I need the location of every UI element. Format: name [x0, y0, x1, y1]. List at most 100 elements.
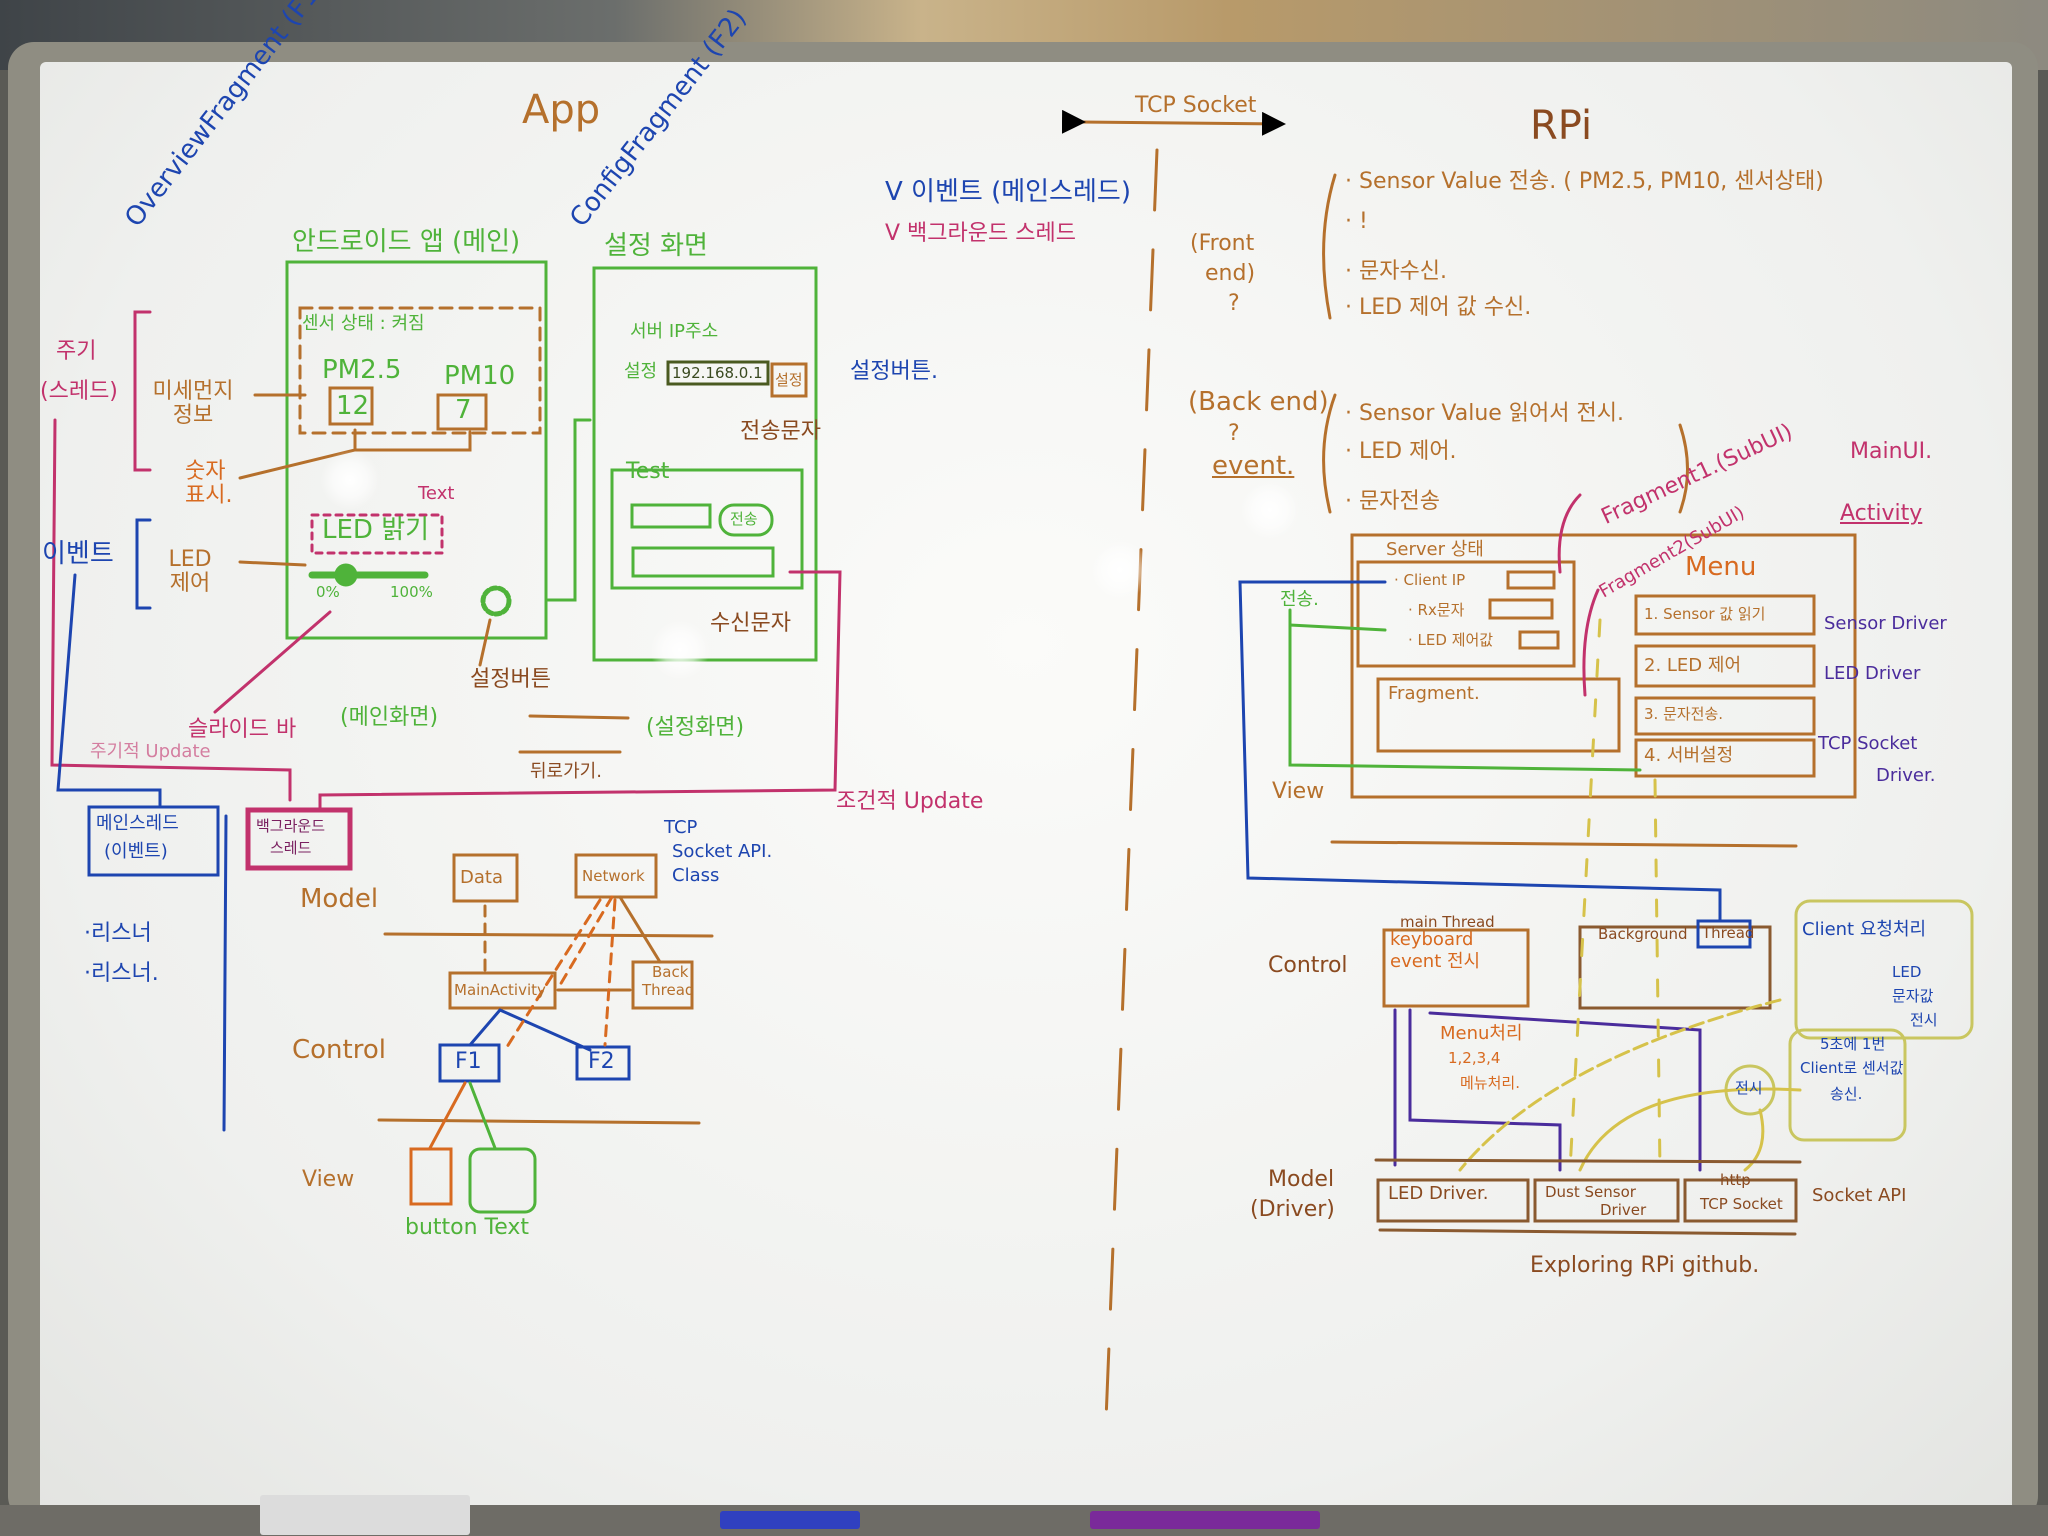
- menu-item-2[interactable]: 2. LED 제어: [1644, 655, 1741, 676]
- fragment-label: Fragment.: [1388, 683, 1480, 704]
- led-control-label: LED 제어: [168, 547, 212, 597]
- periodic-update: 주기적 Update: [90, 741, 211, 762]
- activity-f1-link: [468, 1008, 502, 1047]
- glare: [1240, 480, 1300, 540]
- socket-api-label: Socket API: [1812, 1185, 1907, 1206]
- settings-button-note: 설정버튼: [470, 667, 551, 692]
- legend-event: V 이벤트 (메인스레드): [885, 177, 1131, 207]
- network-box-label: Network: [582, 867, 645, 885]
- menu-item-1[interactable]: 1. Sensor 값 읽기: [1644, 605, 1766, 623]
- pm10-label: PM10: [444, 361, 516, 391]
- periodic-send-3: 송신.: [1830, 1085, 1863, 1103]
- menu-processing-1: Menu처리: [1440, 1023, 1523, 1044]
- network-activity-link: [558, 895, 614, 987]
- thread-label-rpi: Thread: [1702, 924, 1755, 942]
- activity-frame: [1350, 533, 1857, 799]
- f2-label: F2: [588, 1049, 615, 1074]
- front-item-2: · !: [1345, 209, 1368, 234]
- fragment-box: [1376, 677, 1621, 753]
- yellow-dash-2: [1653, 778, 1662, 1172]
- view-blue-line: [1238, 580, 1722, 922]
- test-label: Test: [626, 459, 670, 484]
- settings-note-line: [478, 618, 492, 667]
- github-brace: [1378, 1228, 1797, 1236]
- set-button-box: [770, 362, 808, 398]
- control-label-rpi: Control: [1268, 953, 1348, 978]
- periodic-send-2: Client로 센서값: [1800, 1059, 1904, 1077]
- yellow-link-1: [1458, 998, 1782, 1172]
- pm10-value-box: [436, 393, 488, 431]
- tcp-driver-label-1: http: [1720, 1171, 1751, 1189]
- conditional-update: 조건적 Update: [836, 789, 984, 814]
- client-ip-field: [1506, 570, 1556, 590]
- model-separator: [383, 932, 714, 938]
- rpi-title: RPi: [1530, 103, 1593, 149]
- activity-f2-link: [498, 1008, 592, 1052]
- left-separator: [222, 814, 228, 1132]
- thread-label-box: [1696, 919, 1752, 949]
- model-label-rpi: Model: [1268, 1167, 1335, 1192]
- config-screen-nav: (설정화면): [646, 715, 745, 740]
- main-thread-rpi-label: main Thread: [1400, 913, 1495, 931]
- sensor-status: 센서 상태 : 켜짐: [302, 313, 425, 334]
- server-status-box: [1356, 560, 1576, 668]
- main-thread-box: [87, 805, 220, 877]
- back-thread-box: [631, 960, 694, 1010]
- center-divider: [1103, 148, 1159, 1447]
- led-driver-box: [1376, 1178, 1530, 1223]
- main-screen-box: [285, 260, 548, 640]
- back-item-3: · 문자전송: [1345, 489, 1440, 514]
- view-label-rpi: View: [1272, 779, 1325, 804]
- client-item-led: LED: [1892, 963, 1922, 981]
- client-request-label: Client 요청처리: [1802, 919, 1927, 940]
- sensor-panel: [298, 306, 542, 435]
- config-screen-title: 설정 화면: [604, 231, 708, 261]
- listener-2: ·리스너.: [84, 961, 159, 986]
- menu-processing-2: 1,2,3,4: [1448, 1049, 1501, 1067]
- glare: [650, 620, 710, 680]
- tcp-socket-label: TCP Socket: [1135, 93, 1257, 118]
- glare: [320, 450, 380, 510]
- yellow-dash-1: [1568, 618, 1602, 1172]
- led-panel: [310, 513, 444, 555]
- receive-input: [631, 546, 775, 578]
- dust-driver-label-2: Driver: [1600, 1201, 1647, 1219]
- periodic-send-1: 5초에 1번: [1820, 1035, 1886, 1053]
- event-label: 이벤트: [42, 539, 114, 569]
- number-arrow-2: [353, 430, 472, 452]
- background-thread-rpi-label: Background: [1598, 925, 1688, 943]
- set-button-label: 설정: [775, 371, 803, 389]
- pm25-value: 12: [336, 391, 370, 421]
- text-view-box: [468, 1147, 537, 1214]
- dust-driver-box: [1533, 1178, 1680, 1223]
- set-button-note: 설정버튼.: [850, 359, 938, 384]
- background-thread-label: 백그라운드: [256, 817, 326, 835]
- back-end-1: (Back end): [1188, 387, 1329, 417]
- yellow-link-2: [1578, 1087, 1802, 1172]
- menu-item-4-box: [1634, 738, 1816, 778]
- pm25-value-box: [328, 386, 374, 426]
- sensor-driver-note: Sensor Driver: [1824, 613, 1947, 634]
- back-thread-label-1: Back: [652, 963, 689, 981]
- menu-title: Menu: [1685, 552, 1757, 582]
- test-panel: [610, 468, 804, 590]
- view-components: button Text: [405, 1215, 530, 1240]
- control-label: Control: [292, 1035, 386, 1065]
- menu-item-3[interactable]: 3. 문자전송.: [1644, 705, 1724, 723]
- app-title: App: [522, 87, 601, 133]
- front-item-1: · Sensor Value 전송. ( PM2.5, PM10, 센서상태): [1345, 169, 1824, 194]
- front-end-1: (Front: [1190, 231, 1255, 256]
- main-thread-rpi-box: [1382, 928, 1530, 1008]
- server-ip-label: 서버 IP주소: [630, 321, 719, 342]
- main-thread-label: 메인스레드: [96, 813, 179, 834]
- back-nav: 뒤로가기.: [530, 761, 602, 782]
- legend-background: V 백그라운드 스레드: [885, 221, 1076, 246]
- back-end-3: event.: [1212, 451, 1295, 481]
- background-thread-sub: 스레드: [270, 839, 312, 857]
- view-label: View: [302, 1167, 355, 1192]
- menu-item-4[interactable]: 4. 서버설정: [1644, 745, 1734, 766]
- tcp-driver-box: [1683, 1178, 1798, 1223]
- menu-item-1-box: [1634, 594, 1816, 636]
- network-note-1: TCP: [664, 817, 698, 838]
- front-end-3: ?: [1228, 291, 1240, 316]
